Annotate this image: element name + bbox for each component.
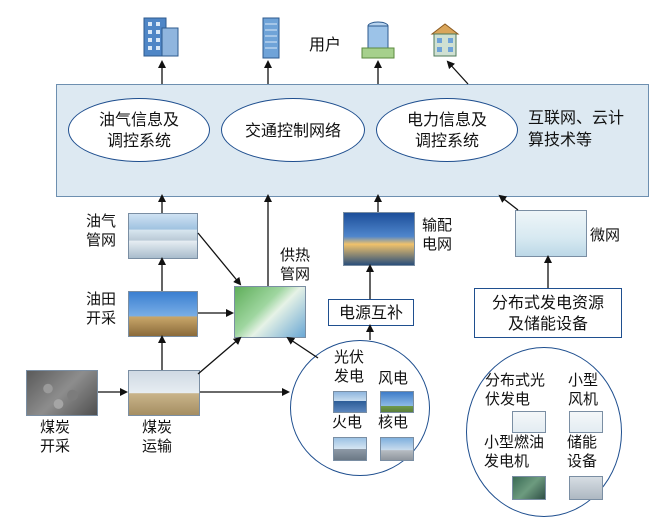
office-building-icon <box>143 17 179 57</box>
thermal-power-label: 火电 <box>332 413 363 431</box>
distributed-pv-label: 分布式光 伏发电 <box>485 371 546 408</box>
power-generation-circle <box>290 340 430 476</box>
power-complement-box: 电源互补 <box>328 299 414 326</box>
coal-mining-label: 煤炭 开采 <box>40 418 71 455</box>
storage-equipment-photo <box>569 476 603 500</box>
oil-gas-network-label: 油气 管网 <box>86 212 117 249</box>
round-building-icon <box>361 21 395 59</box>
small-diesel-label: 小型燃油 发电机 <box>484 433 545 470</box>
oil-gas-control-system: 油气信息及 调控系统 <box>68 98 210 162</box>
transmission-tower-photo <box>343 212 415 266</box>
thermal-plant-photo <box>333 437 367 461</box>
pv-panel-photo <box>333 391 367 413</box>
tower-building-icon <box>262 17 280 59</box>
arrow-to-user-4 <box>446 60 469 85</box>
arrow-truck-to-heating <box>197 336 242 375</box>
distributed-resources-box: 分布式发电资源 及储能设备 <box>474 288 622 338</box>
arrow-pipe-to-heating <box>197 232 242 286</box>
coal-truck-photo <box>128 370 200 416</box>
traffic-control-network: 交通控制网络 <box>221 98 365 162</box>
small-wind-label: 小型 风机 <box>568 371 599 408</box>
transmission-grid-label: 输配 电网 <box>422 216 453 253</box>
small-wind-photo <box>569 411 603 433</box>
oil-gas-pipeline-photo <box>128 213 198 259</box>
house-building-icon <box>430 23 460 57</box>
wind-turbine-photo <box>380 391 414 413</box>
wind-power-label: 风电 <box>378 369 409 387</box>
internet-cloud-label: 互联网、云计 算技术等 <box>528 108 625 149</box>
distributed-pv-photo <box>512 411 546 433</box>
heating-pipe-photo <box>234 286 306 338</box>
arrow-circle-to-heating <box>286 336 319 359</box>
distributed-resources-circle <box>466 347 622 517</box>
nuclear-plant-photo <box>380 437 414 461</box>
nuclear-power-label: 核电 <box>378 413 409 431</box>
power-control-system: 电力信息及 调控系统 <box>376 98 518 162</box>
microgrid-label: 微网 <box>590 226 621 244</box>
heating-network-label: 供热 管网 <box>280 246 311 283</box>
users-label: 用户 <box>309 35 342 54</box>
storage-equipment-label: 储能 设备 <box>567 433 598 470</box>
coal-transport-label: 煤炭 运输 <box>142 418 173 455</box>
oilfield-label: 油田 开采 <box>86 290 117 327</box>
small-diesel-photo <box>512 476 546 500</box>
microgrid-photo <box>515 210 587 257</box>
oilfield-pump-photo <box>128 291 198 337</box>
arrow-microgrid-to-panel <box>498 194 519 211</box>
coal-mining-photo <box>26 370 98 416</box>
pv-generation-label: 光伏 发电 <box>334 348 365 385</box>
